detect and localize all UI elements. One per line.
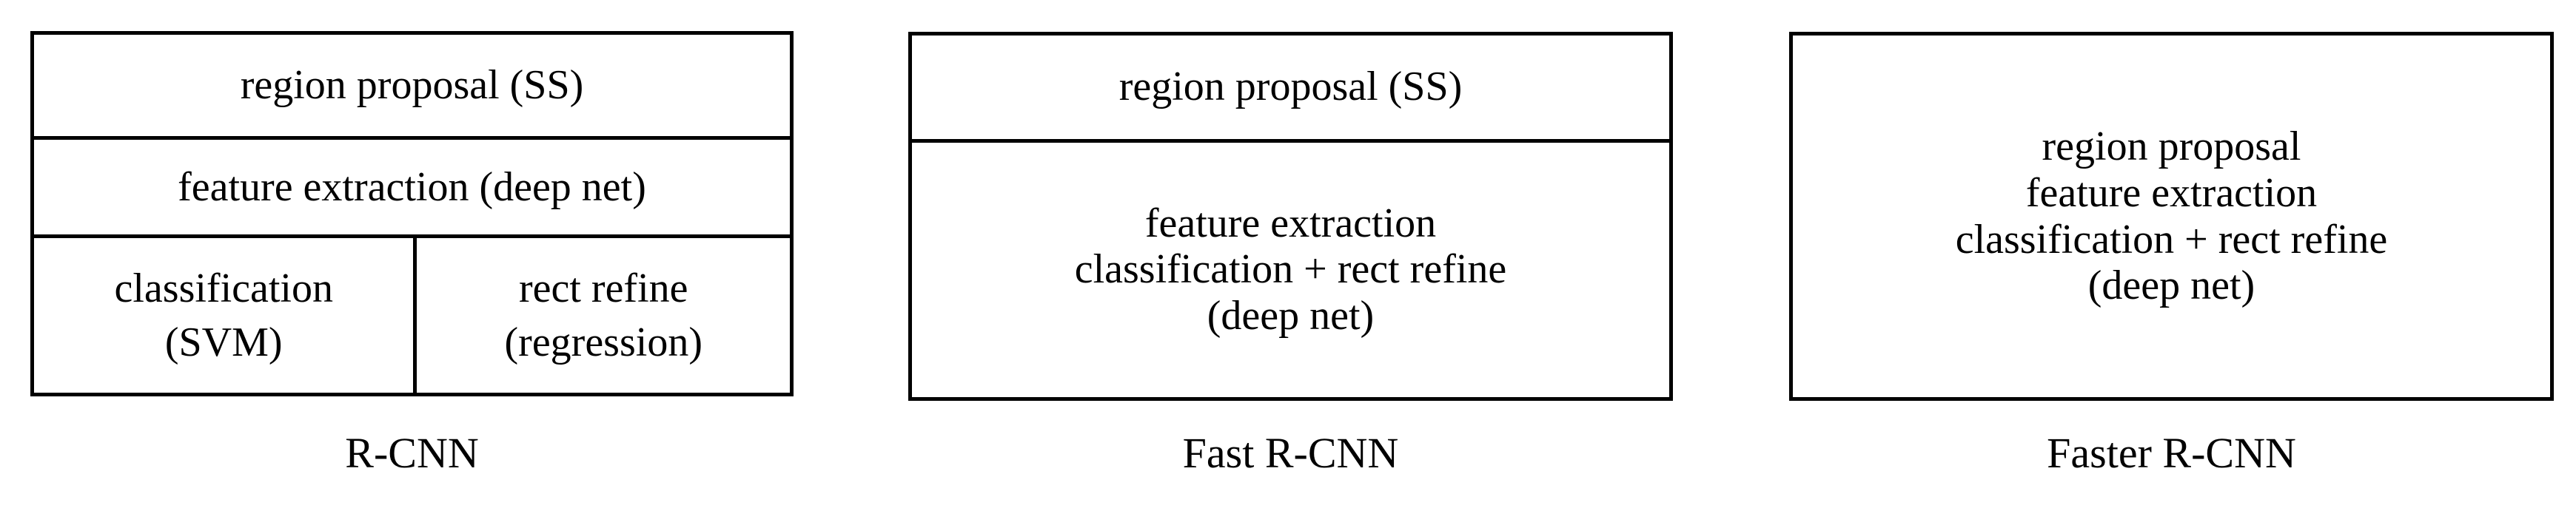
fast-rcnn-region-proposal-label: region proposal (SS) — [1118, 64, 1463, 110]
fast-rcnn-row-deep-net: feature extraction classification + rect… — [912, 138, 1669, 397]
rcnn-cell-rect-refine: rect refine (regression) — [413, 238, 790, 393]
faster-rcnn-stack-box: region proposal feature extraction class… — [1789, 32, 2554, 401]
rcnn-row-feature-extraction: feature extraction (deep net) — [34, 135, 790, 235]
rcnn-classification-label: classification (SVM) — [114, 265, 333, 365]
architecture-fast-rcnn: region proposal (SS) feature extraction … — [908, 32, 1673, 401]
architecture-faster-rcnn: region proposal feature extraction class… — [1789, 32, 2554, 401]
caption-fast-rcnn: Fast R-CNN — [1182, 429, 1399, 477]
caption-faster-rcnn: Faster R-CNN — [2047, 429, 2296, 477]
fast-rcnn-stack-box: region proposal (SS) feature extraction … — [908, 32, 1673, 401]
rcnn-row-heads: classification (SVM) rect refine (regres… — [34, 234, 790, 393]
fast-rcnn-row-region-proposal: region proposal (SS) — [912, 35, 1669, 139]
caption-rcnn: R-CNN — [345, 429, 479, 477]
rcnn-region-proposal-label: region proposal (SS) — [240, 61, 584, 108]
fast-rcnn-deep-net-label: feature extraction classification + rect… — [1074, 200, 1507, 339]
rcnn-stack-box: region proposal (SS) feature extraction … — [30, 31, 794, 396]
faster-rcnn-unified-label: region proposal feature extraction class… — [1955, 123, 2388, 309]
rcnn-rect-refine-label: rect refine (regression) — [504, 265, 702, 365]
rcnn-feature-extraction-label: feature extraction (deep net) — [178, 163, 646, 210]
faster-rcnn-row-unified: region proposal feature extraction class… — [1793, 35, 2550, 397]
rcnn-cell-classification: classification (SVM) — [34, 238, 413, 393]
rcnn-row-region-proposal: region proposal (SS) — [34, 35, 790, 136]
architecture-rcnn: region proposal (SS) feature extraction … — [30, 31, 794, 396]
